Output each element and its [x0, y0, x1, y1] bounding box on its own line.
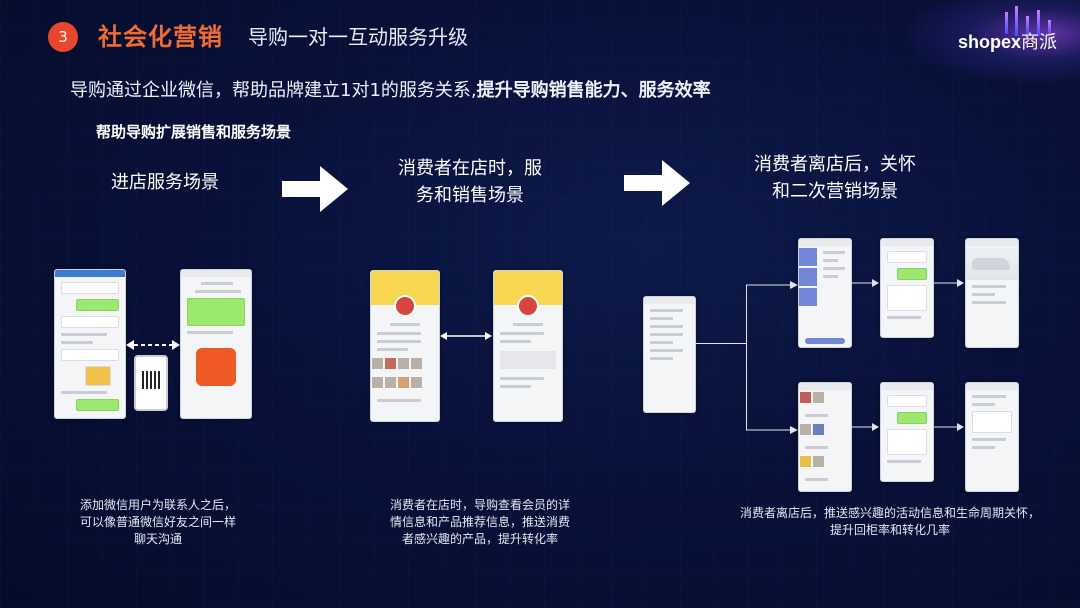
- intro-normal: 导购通过企业微信，帮助品牌建立1对1的服务关系,: [70, 80, 477, 101]
- scene-title-after-leave: 消费者离店后，关怀 和二次营销场景: [735, 151, 935, 205]
- scene-title-line: 进店服务场景: [111, 172, 219, 193]
- arrow-right-icon: [934, 423, 964, 431]
- flow-connector: [746, 285, 747, 430]
- desc-line: 消费者离店后，推送感兴趣的活动信息和生命周期关怀，: [739, 506, 1040, 520]
- lifecycle-list-screenshot: [798, 382, 852, 492]
- app-logo-icon: [196, 348, 236, 386]
- desc-line: 添加微信用户为联系人之后，: [79, 498, 236, 512]
- intro-bold: 提升导购销售能力、服务效率: [476, 80, 711, 101]
- qr-code-icon: [134, 355, 168, 411]
- member-detail-screenshot: [370, 270, 440, 422]
- lifecycle-chat-screenshot: [880, 382, 934, 482]
- arrow-right-icon: [851, 279, 879, 287]
- shopex-logo-icon: shopex商派: [958, 28, 1057, 54]
- desc-line: 者感兴趣的产品，提升转化率: [401, 532, 558, 546]
- desc-line: 情信息和产品推荐信息，推送消费: [389, 515, 570, 529]
- scene-title-line: 和二次营销场景: [772, 181, 898, 202]
- section-subtitle: 导购一对一互动服务升级: [248, 25, 468, 49]
- arrow-right-icon: [851, 423, 879, 431]
- scene-title-line: 务和销售场景: [416, 185, 524, 206]
- double-arrow-icon: [126, 340, 180, 350]
- logo-skyline-bar: [1048, 20, 1051, 34]
- help-title: 帮助导购扩展销售和服务场景: [96, 123, 292, 141]
- activity-push-screenshot: [798, 238, 852, 348]
- scene-title-line: 消费者离店后，关怀: [754, 154, 916, 175]
- care-message-screenshot: [965, 382, 1019, 492]
- logo-skyline-bar: [1026, 16, 1029, 34]
- shoe-image: [966, 246, 1018, 280]
- scene-title-line: 消费者在店时，服: [398, 158, 542, 179]
- scene-title-instore: 消费者在店时，服 务和销售场景: [380, 155, 560, 209]
- arrow-right-icon: [624, 160, 690, 206]
- double-arrow-icon: [440, 332, 492, 340]
- scene-title-instore-entry: 进店服务场景: [90, 169, 240, 196]
- logo-glow: [900, 0, 1080, 85]
- intro-text: 导购通过企业微信，帮助品牌建立1对1的服务关系,提升导购销售能力、服务效率: [70, 76, 711, 102]
- section-number-badge: 3: [48, 22, 78, 52]
- desc-line: 提升回柜率和转化几率: [829, 523, 950, 537]
- logo-skyline-bar: [1015, 6, 1018, 36]
- desc-line: 聊天沟通: [133, 532, 182, 546]
- logo-skyline-bar: [1037, 10, 1040, 36]
- scene-desc-instore: 消费者在店时，导购查看会员的详 情信息和产品推荐信息，推送消费 者感兴趣的产品，…: [360, 497, 600, 548]
- wechat-contact-screenshot: [180, 269, 252, 419]
- product-recommend-screenshot: [493, 270, 563, 422]
- logo-skyline-bar: [1005, 12, 1008, 34]
- arrow-right-icon: [282, 166, 348, 212]
- arrow-right-icon: [746, 281, 798, 289]
- arrow-right-icon: [934, 279, 964, 287]
- activity-chat-screenshot: [880, 238, 934, 338]
- logo-text: shopex: [958, 32, 1022, 52]
- section-title: 社会化营销: [98, 23, 223, 51]
- scene-desc-after-leave: 消费者离店后，推送感兴趣的活动信息和生命周期关怀， 提升回柜率和转化几率: [715, 505, 1065, 539]
- desc-line: 可以像普通微信好友之间一样: [79, 515, 236, 529]
- arrow-right-icon: [746, 426, 798, 434]
- product-detail-screenshot: [965, 238, 1019, 348]
- desc-line: 消费者在店时，导购查看会员的详: [389, 498, 570, 512]
- logo-cn: 商派: [1021, 32, 1058, 52]
- scene-desc-instore-entry: 添加微信用户为联系人之后， 可以像普通微信好友之间一样 聊天沟通: [48, 497, 268, 548]
- wechat-chat-screenshot: [54, 269, 126, 419]
- flow-connector: [694, 343, 746, 344]
- customer-list-screenshot: [643, 296, 696, 413]
